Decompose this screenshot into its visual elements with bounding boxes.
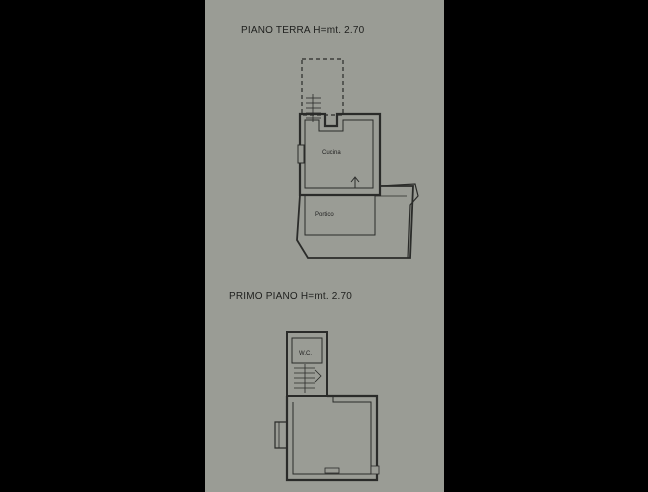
kitchen-outer-wall <box>298 112 382 197</box>
entrance-arrow <box>350 176 360 188</box>
porch-side-wall <box>379 183 419 259</box>
main-room-outer-wall <box>285 394 379 482</box>
ground-floor-title: PIANO TERRA H=mt. 2.70 <box>241 25 365 36</box>
ground-stair <box>306 94 321 122</box>
wc-inner-wall <box>291 337 323 364</box>
dashed-area <box>301 58 344 116</box>
first-floor-stair <box>294 364 322 393</box>
floor-plan-drawing: Cucina Portico <box>274 58 419 482</box>
corner-window <box>370 465 380 475</box>
ground-floor-plan <box>296 58 419 259</box>
kitchen-inner-wall <box>304 119 374 189</box>
bottom-window <box>324 467 340 474</box>
wc-label: W.C. <box>299 351 312 357</box>
porch-inner <box>304 196 376 236</box>
main-room-inner-wall <box>292 396 372 475</box>
first-floor-title: PRIMO PIANO H=mt. 2.70 <box>229 291 353 302</box>
porch-label: Portico <box>315 212 334 218</box>
wc-outer-wall <box>286 331 328 397</box>
kitchen-window <box>297 144 305 164</box>
kitchen-label: Cucina <box>322 150 341 156</box>
porch-outline <box>296 185 414 259</box>
floor-plan-sheet: PIANO TERRA H=mt. 2.70 <box>205 0 444 492</box>
balcony <box>274 421 287 449</box>
first-floor-plan <box>274 331 380 482</box>
